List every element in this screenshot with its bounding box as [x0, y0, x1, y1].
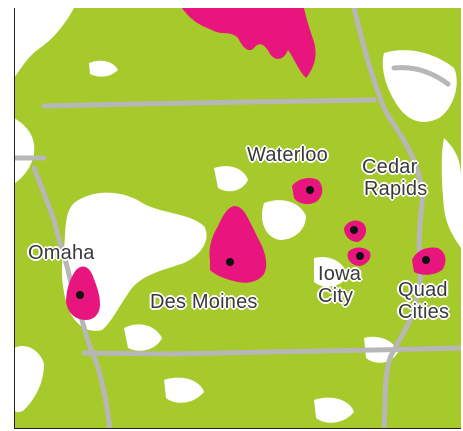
map-canvas [14, 8, 461, 429]
gap-topleft [14, 8, 74, 78]
city-dot-quad-cities [422, 256, 430, 264]
gap-left-mid [14, 118, 35, 184]
city-label-omaha: Omaha [28, 242, 95, 264]
city-label-iowa-city: Iowa City [318, 263, 361, 307]
border-mn-ia [41, 97, 377, 109]
city-label-line: City [318, 285, 354, 307]
coverage-north [182, 8, 316, 78]
gap-center-d [314, 256, 348, 287]
city-label-line: Cities [398, 301, 450, 323]
border-ia-mo [81, 345, 461, 357]
city-label-line: Cedar [362, 156, 418, 178]
coverage-des-moines [209, 206, 267, 283]
gap-bottom-mid [164, 377, 204, 403]
city-label-cedar-rapids: Cedar Rapids [362, 156, 427, 200]
gap-right-strip [441, 138, 461, 248]
city-label-line: Waterloo [247, 144, 328, 166]
coverage-layer [66, 8, 446, 320]
city-label-line: Quad [398, 279, 448, 301]
city-dot-cedar-rapids [350, 226, 358, 234]
river-upper [391, 65, 451, 87]
city-dots [76, 186, 430, 299]
city-dot-omaha [76, 291, 84, 299]
city-label-waterloo: Waterloo [247, 144, 328, 166]
city-label-line: Des Moines [150, 291, 258, 313]
city-label-des-moines: Des Moines [150, 291, 258, 313]
frame-border-left [14, 8, 15, 429]
city-dot-des-moines [226, 258, 234, 266]
gap-bottom-right [314, 397, 354, 423]
city-label-line: Iowa [318, 263, 362, 285]
coverage-map: Waterloo Cedar Rapids Omaha Des Moines I… [14, 8, 461, 429]
gap-top-white [89, 60, 118, 77]
gap-center-b [261, 200, 306, 240]
gap-center-c [124, 324, 162, 351]
city-dot-waterloo [306, 186, 314, 194]
city-label-line: Rapids [364, 178, 428, 200]
city-label-quad-cities: Quad Cities [398, 279, 449, 323]
gap-center-a [214, 166, 248, 192]
city-label-line: Omaha [28, 242, 95, 264]
gap-bottom-left [14, 345, 44, 413]
frame-border-bottom [14, 428, 461, 429]
city-dot-iowa-city [356, 252, 364, 260]
